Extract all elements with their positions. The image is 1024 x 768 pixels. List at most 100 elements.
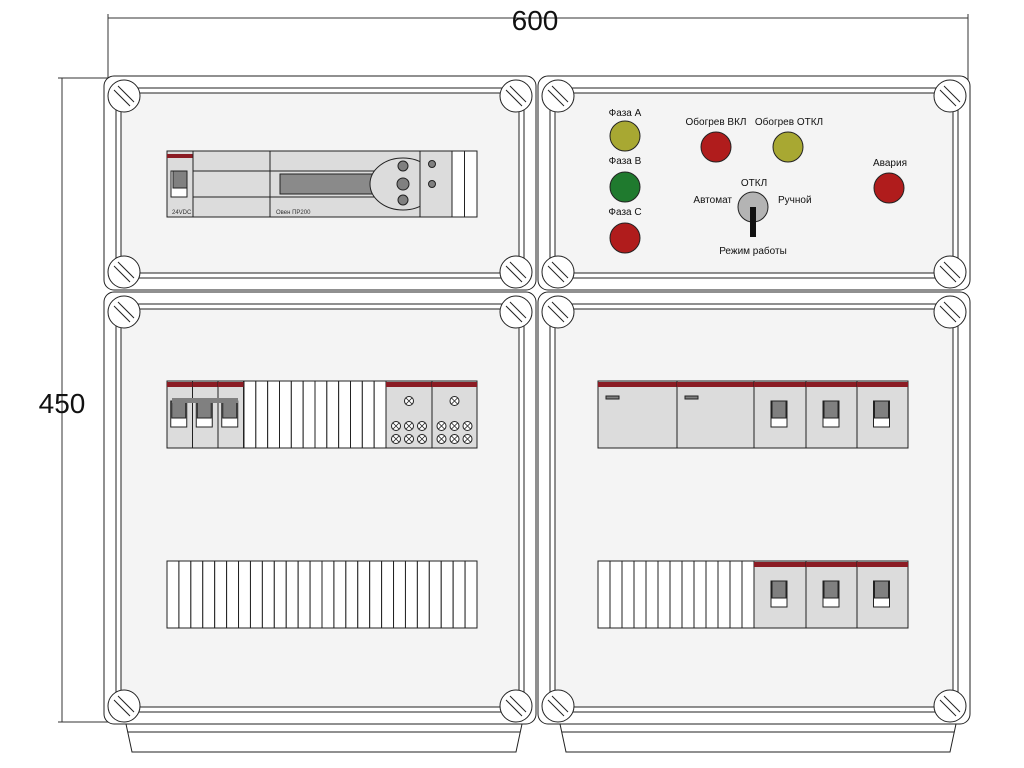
breaker-handle[interactable] [771, 400, 787, 419]
screw-icon [541, 79, 575, 113]
circuit-breaker[interactable] [805, 560, 859, 629]
blank-cover [369, 560, 383, 629]
terminal-screw-icon [417, 421, 427, 431]
blank-cover [609, 560, 623, 629]
contactor[interactable] [676, 380, 755, 449]
blank-cover [190, 560, 204, 629]
contactor[interactable] [597, 380, 678, 449]
indicator-lamp-phase-b [609, 171, 641, 203]
screw-icon [107, 79, 141, 113]
plc-controller[interactable] [166, 150, 478, 218]
indicator-label-alarm: Авария [873, 158, 907, 169]
circuit-breaker[interactable] [856, 560, 909, 629]
blank-cover [326, 380, 340, 449]
blank-cover [178, 560, 192, 629]
power-switch[interactable] [172, 170, 188, 189]
brand-stripe [167, 382, 193, 387]
screw-icon [933, 295, 967, 329]
blank-cover [261, 560, 275, 629]
enclosure-door[interactable] [554, 308, 954, 708]
blank-cover [452, 560, 466, 629]
din-row-bottom-right-1 [597, 380, 909, 449]
brand-stripe [754, 562, 806, 567]
screw-icon [499, 689, 533, 723]
screw-icon [499, 255, 533, 289]
breaker-handle[interactable] [823, 580, 839, 599]
breaker-link-bar [172, 398, 238, 403]
blank-cover [279, 380, 292, 449]
height-dimension [58, 77, 110, 723]
mode-selector-switch[interactable] [737, 191, 769, 237]
enclosure-door[interactable] [554, 92, 954, 274]
breaker-handle[interactable] [771, 580, 787, 599]
blank-cover [729, 560, 743, 629]
blank-cover [273, 560, 287, 629]
blank-cover [657, 560, 671, 629]
blank-cover [464, 560, 478, 629]
screw-icon [107, 689, 141, 723]
blank-cover [645, 560, 659, 629]
terminal-module [385, 380, 433, 449]
circuit-breaker[interactable] [753, 560, 807, 629]
blank-cover [202, 560, 216, 629]
terminal-screw-icon [436, 434, 447, 444]
breaker-handle[interactable] [874, 580, 889, 599]
blank-cover [361, 380, 375, 449]
circuit-breaker[interactable] [753, 380, 807, 449]
screw-icon [499, 79, 533, 113]
three-pole-breaker-pole[interactable] [192, 380, 219, 449]
circuit-breaker[interactable] [805, 380, 859, 449]
screw-icon [107, 255, 141, 289]
blank-cover [249, 560, 263, 629]
enclosure-top-right [537, 75, 971, 291]
terminal-screw-icon [462, 434, 473, 444]
terminal-screw-icon [404, 396, 414, 406]
enclosure-foot [559, 723, 957, 753]
enclosure-foot [125, 723, 523, 753]
blank-cover [416, 560, 430, 629]
enclosure-door[interactable] [120, 308, 520, 708]
plc-button[interactable] [397, 194, 409, 206]
blank-cover [333, 560, 347, 629]
terminal-screw-icon [417, 434, 427, 444]
brand-stripe [754, 382, 806, 387]
breaker-handle[interactable] [171, 400, 187, 419]
indicator-label-phase-c: Фаза C [608, 207, 641, 218]
blank-cover [345, 560, 359, 629]
blank-cover [669, 560, 683, 629]
selector-label-auto: Автомат [693, 195, 732, 206]
breaker-handle[interactable] [222, 400, 238, 419]
blank-cover [404, 560, 418, 629]
blank-cover [309, 560, 323, 629]
brand-stripe [857, 382, 908, 387]
breaker-handle[interactable] [196, 400, 212, 419]
brand-stripe [218, 382, 244, 387]
plc-button[interactable] [397, 160, 409, 172]
circuit-breaker[interactable] [856, 380, 909, 449]
screw-icon [541, 689, 575, 723]
indicator-lamp-heating-off [772, 131, 804, 163]
brand-stripe [192, 382, 218, 387]
brand-stripe [806, 382, 858, 387]
indicator-label-phase-a: Фаза A [609, 108, 642, 119]
selector-label-manual: Ручной [778, 195, 812, 206]
indicator-label-phase-b: Фаза B [609, 156, 642, 167]
three-pole-breaker-pole[interactable] [217, 380, 244, 449]
breaker-handle[interactable] [874, 400, 889, 419]
blank-cover [464, 150, 478, 218]
brand-stripe [432, 382, 477, 387]
blank-cover [717, 560, 731, 629]
blank-cover [321, 560, 335, 629]
blank-cover [381, 560, 395, 629]
blank-cover [338, 380, 351, 449]
blank-cover [302, 380, 316, 449]
screw-icon [933, 255, 967, 289]
breaker-handle[interactable] [823, 400, 839, 419]
blank-cover [290, 380, 304, 449]
plc-button[interactable] [396, 177, 410, 191]
three-pole-breaker-pole[interactable] [166, 380, 193, 449]
blank-cover [226, 560, 240, 629]
terminal-screw-icon [404, 421, 414, 431]
plc-led-icon [428, 180, 436, 188]
